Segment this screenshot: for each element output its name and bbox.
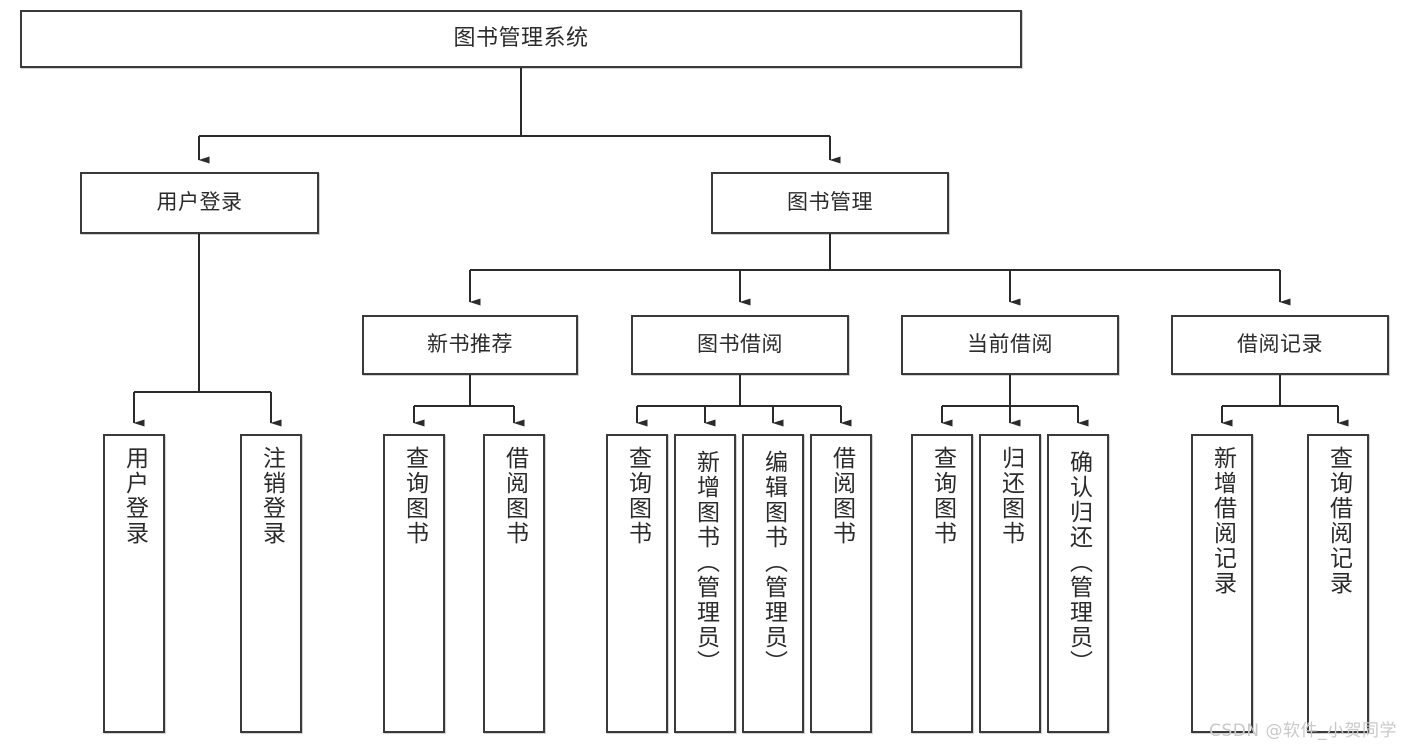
node-current-borrowing[interactable]: 当前借阅 <box>901 315 1119 375</box>
node-label: 新书推荐 <box>427 332 513 357</box>
node-label: 确认归还（管理员） <box>1065 450 1092 675</box>
node-label: 查询图书 <box>401 446 428 546</box>
node-label: 编辑图书（管理员） <box>760 450 787 675</box>
node-leaf-edit-book-admin[interactable]: 编辑图书（管理员） <box>742 434 804 733</box>
node-leaf-confirm-return-admin[interactable]: 确认归还（管理员） <box>1047 434 1109 733</box>
node-label: 图书管理 <box>787 190 873 215</box>
node-leaf-user-login[interactable]: 用户登录 <box>103 434 165 733</box>
node-label: 归还图书 <box>997 446 1024 546</box>
node-label: 借阅图书 <box>501 446 528 546</box>
node-label: 新增图书（管理员） <box>692 450 719 675</box>
node-label: 用户登录 <box>156 190 243 215</box>
node-leaf-add-borrow-record[interactable]: 新增借阅记录 <box>1191 434 1253 733</box>
node-book-borrowing[interactable]: 图书借阅 <box>631 315 849 375</box>
node-leaf-query-book-current[interactable]: 查询图书 <box>911 434 973 733</box>
node-label: 新增借阅记录 <box>1209 446 1236 596</box>
node-label: 查询图书 <box>929 446 956 546</box>
node-book-management[interactable]: 图书管理 <box>711 172 949 234</box>
node-leaf-logout[interactable]: 注销登录 <box>240 434 302 733</box>
node-label: 借阅记录 <box>1237 332 1323 357</box>
node-label: 当前借阅 <box>967 332 1053 357</box>
node-label: 查询借阅记录 <box>1325 446 1352 596</box>
node-label: 注销登录 <box>258 446 285 546</box>
node-root-book-management-system[interactable]: 图书管理系统 <box>20 10 1022 68</box>
node-borrowing-record[interactable]: 借阅记录 <box>1171 315 1389 375</box>
node-leaf-return-book[interactable]: 归还图书 <box>979 434 1041 733</box>
node-leaf-query-book-new-recommendation[interactable]: 查询图书 <box>383 434 445 733</box>
node-leaf-query-book-borrowing[interactable]: 查询图书 <box>606 434 668 733</box>
node-label: 查询图书 <box>624 446 651 546</box>
node-user-login[interactable]: 用户登录 <box>80 172 319 234</box>
node-label: 借阅图书 <box>828 446 855 546</box>
node-label: 图书管理系统 <box>453 25 589 51</box>
node-leaf-query-borrow-record[interactable]: 查询借阅记录 <box>1307 434 1369 733</box>
node-label: 图书借阅 <box>697 332 783 357</box>
node-new-book-recommendation[interactable]: 新书推荐 <box>362 315 578 375</box>
node-leaf-borrow-book-new-recommendation[interactable]: 借阅图书 <box>483 434 545 733</box>
node-leaf-add-book-admin[interactable]: 新增图书（管理员） <box>674 434 736 733</box>
node-leaf-borrow-book-borrowing[interactable]: 借阅图书 <box>810 434 872 733</box>
node-label: 用户登录 <box>121 446 148 546</box>
csdn-watermark: CSDN @软件_小贺同学 <box>1209 721 1397 741</box>
